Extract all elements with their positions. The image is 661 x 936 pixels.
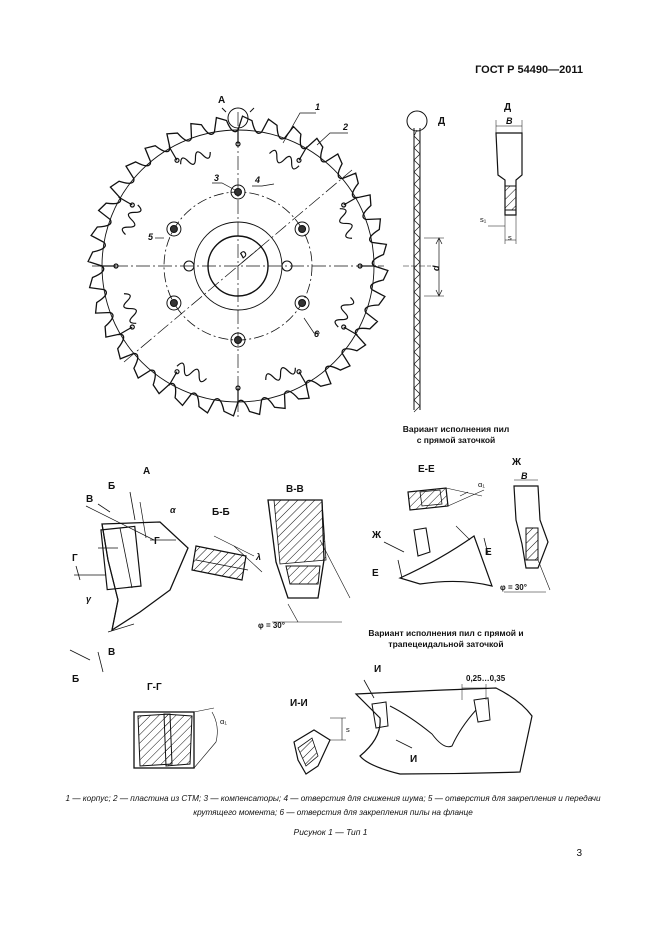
arrow-label: И — [410, 754, 417, 765]
dim-s-ii: s — [346, 725, 350, 734]
dim-s1-label: s₁ — [480, 215, 487, 224]
figure-caption: Рисунок 1 — Тип 1 — [293, 827, 368, 837]
standard-header: ГОСТ Р 54490—2011 — [475, 64, 583, 76]
trapezoid-detail — [354, 679, 533, 775]
arrow-label: Г — [72, 553, 78, 564]
section-ee — [407, 487, 485, 511]
leader-label: 6 — [314, 329, 320, 339]
section-ii-title: И-И — [290, 698, 308, 709]
leader-label: 2 — [342, 122, 348, 132]
center-bore-label: D — [238, 248, 250, 260]
section-vv-title: В-В — [286, 484, 304, 495]
note-straight-sharpening: Вариант исполнения пил с прямой заточкой — [402, 424, 510, 445]
leader-label: 1 — [315, 102, 320, 112]
phi-angle-zh: φ = 30° — [500, 583, 527, 592]
section-zh — [504, 479, 551, 593]
angle-gamma: γ — [86, 594, 92, 604]
arrow-label: Е — [485, 547, 492, 558]
note-trapezoid-sharpening: Вариант исполнения пил с прямой и трапец… — [368, 628, 524, 649]
arrow-label: В — [108, 647, 115, 658]
dim-b-zh: B — [521, 471, 528, 481]
detail-a-title: А — [143, 466, 150, 477]
section-ee-title: Е-Е — [418, 464, 435, 475]
view-a-label: А — [218, 95, 225, 106]
range-label: 0,25…0,35 — [466, 674, 506, 683]
section-gg — [133, 707, 218, 769]
detail-d — [488, 120, 523, 244]
view-d-label: Д — [438, 116, 445, 127]
angle-alpha1-gg: α₁ — [220, 717, 227, 726]
arrow-label: В — [86, 494, 93, 505]
figure-legend: 1 — корпус; 2 — пластина из СТМ; 3 — ком… — [65, 794, 601, 817]
dim-s-label: s — [508, 233, 512, 242]
arrow-label: Г — [154, 536, 160, 547]
dim-b-label: B — [506, 116, 513, 126]
tooth-detail-arrows: Ж Е Е — [371, 530, 492, 579]
section-gg-title: Г-Г — [147, 682, 162, 693]
saw-side-view — [403, 110, 444, 413]
detail-a-arrows: Б В Г Г В Б α γ — [72, 481, 176, 685]
section-ii — [293, 717, 346, 775]
arrow-label: Б — [108, 481, 115, 492]
leader-label: 3 — [214, 173, 219, 183]
angle-lambda: λ — [255, 552, 261, 562]
detail-a — [69, 491, 189, 673]
tooth-detail-ee — [383, 525, 493, 587]
section-bb-title: Б-Б — [212, 507, 230, 518]
section-zh-title: Ж — [511, 457, 522, 468]
leader-label: 4 — [254, 175, 260, 185]
arrow-label: Б — [72, 674, 79, 685]
phi-angle-vv: φ = 30° — [258, 621, 285, 630]
position-leaders: 1 2 3 4 5 6 — [148, 102, 348, 339]
arrow-label: Ж — [371, 530, 382, 541]
arrow-label: Е — [372, 568, 379, 579]
angle-alpha: α — [170, 505, 176, 515]
detail-d-title: Д — [504, 102, 511, 113]
section-bb — [191, 535, 263, 581]
page-number: 3 — [576, 848, 582, 859]
section-vv — [267, 499, 351, 623]
trapezoid-arrows: И И — [374, 664, 417, 765]
leader-label: 5 — [148, 232, 154, 242]
arrow-label: И — [374, 664, 381, 675]
dim-d-label: d — [431, 265, 441, 271]
angle-alpha1-ee: α₁ — [478, 480, 485, 489]
saw-main-view — [87, 107, 389, 420]
